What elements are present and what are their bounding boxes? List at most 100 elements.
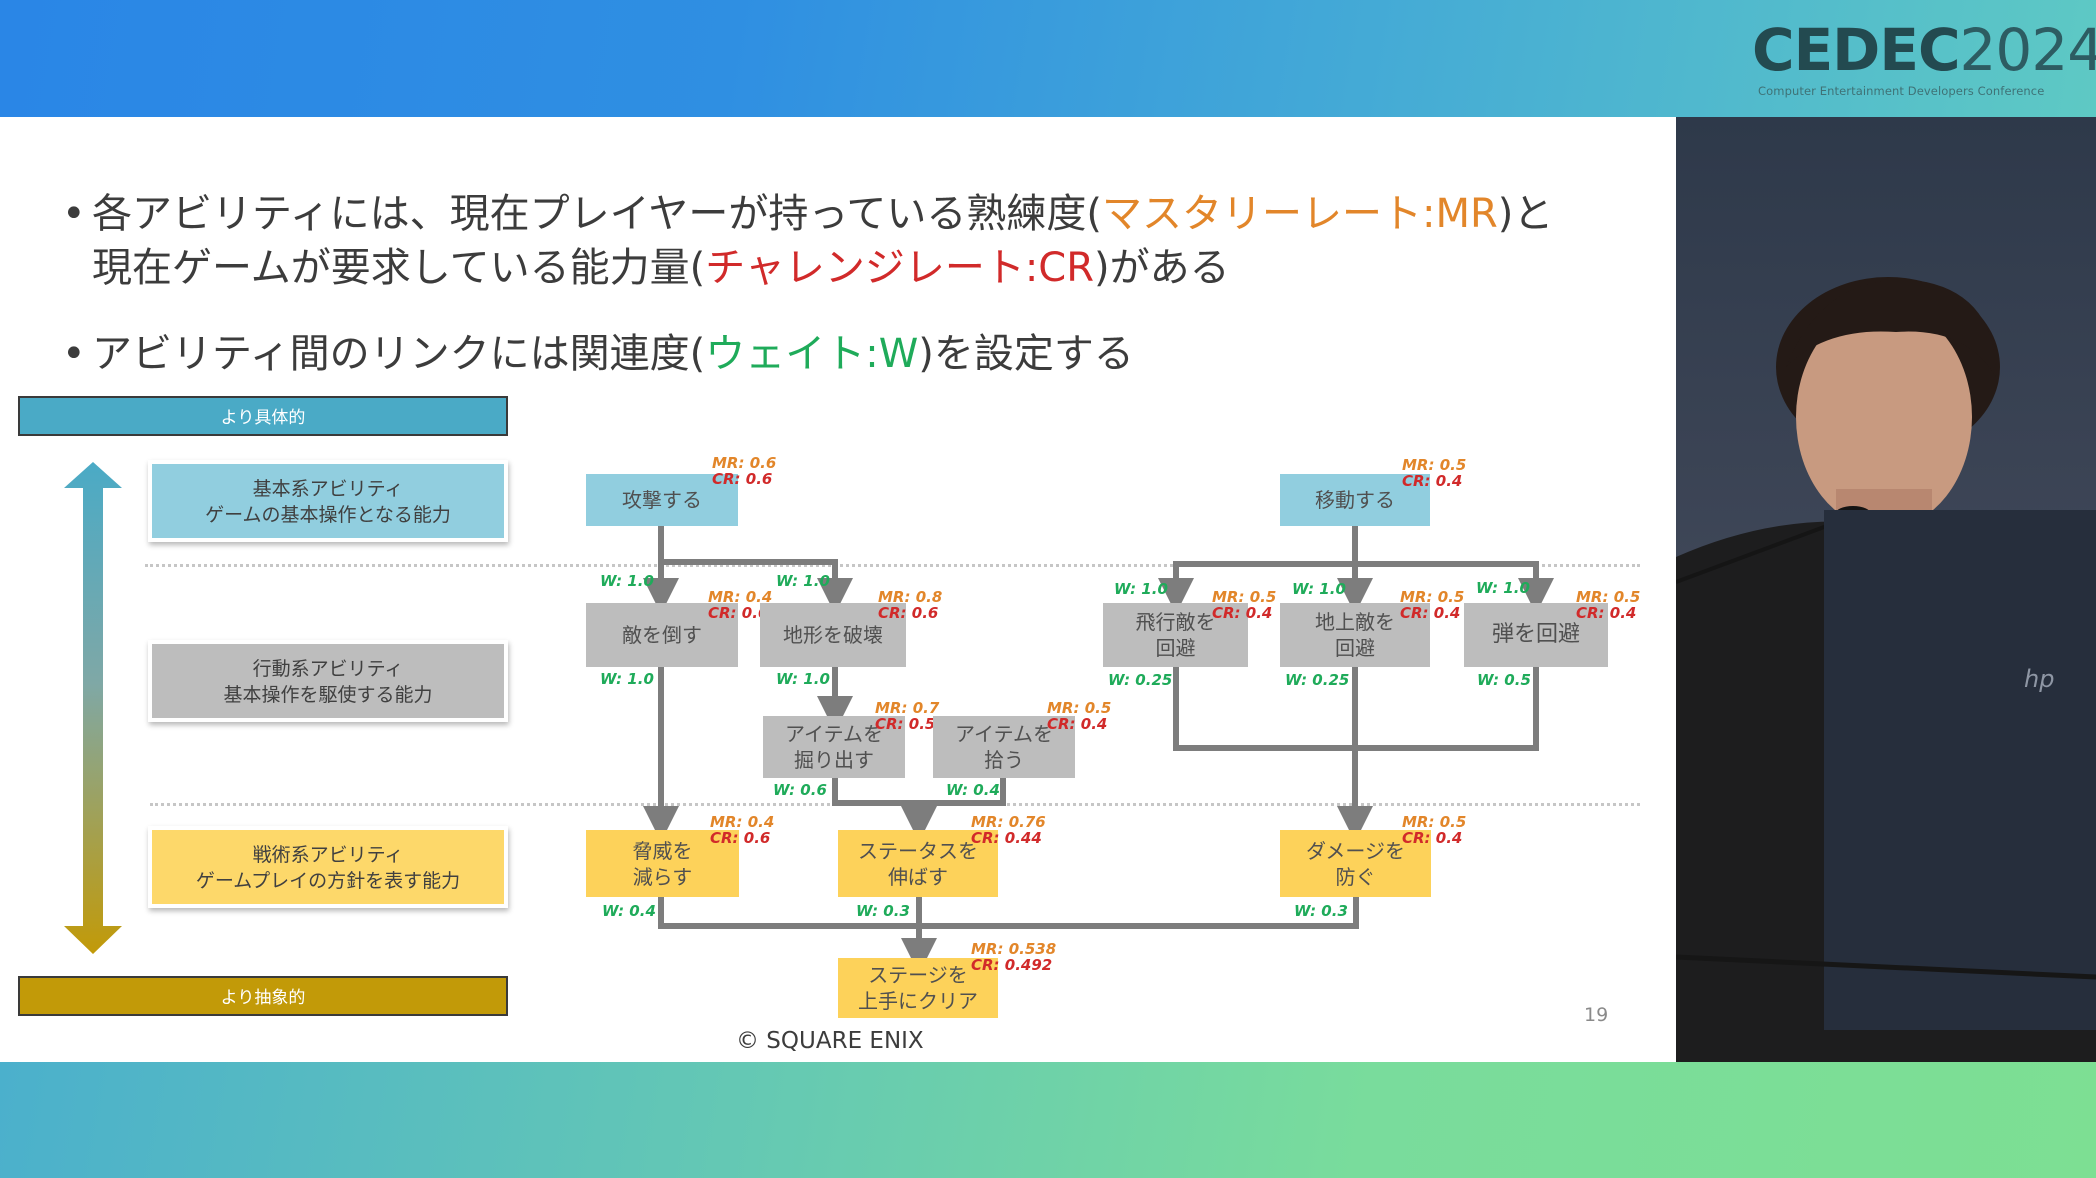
bullet-text: )を設定する: [918, 331, 1134, 377]
node-destroy-terrain: 地形を破壊: [760, 603, 906, 667]
mastery-rate: MR: 0.5: [1402, 813, 1467, 831]
node-dig-item: アイテムを 掘り出す: [763, 716, 905, 778]
challenge-rate: CR: 0.4: [1047, 715, 1108, 733]
node-label: 移動する: [1315, 488, 1395, 512]
speaker-video-feed: hp: [1676, 117, 2096, 1062]
logo-wordmark: CEDEC: [1752, 16, 1961, 84]
tier-divider-basic-action: [145, 564, 1640, 567]
challenge-rate: CR: 0.6: [710, 829, 771, 847]
node-label: ステージを: [868, 963, 968, 987]
category-tactical-ability: 戦術系アビリティ ゲームプレイの方針を表す能力: [148, 826, 508, 908]
more-concrete-label: より具体的: [18, 396, 508, 436]
mastery-rate: MR: 0.5: [1576, 588, 1641, 606]
node-prevent-damage: ダメージを 防ぐ: [1280, 830, 1431, 897]
mastery-rate: MR: 0.6: [712, 454, 777, 472]
challenge-rate: CR: 0.4: [1402, 472, 1463, 490]
node-dodge-ground-enemy: 地上敵を 回避: [1280, 603, 1430, 667]
weight-move-ground: W: 1.0: [1292, 580, 1346, 598]
challenge-rate: CR: 0.492: [971, 956, 1053, 974]
challenge-rate: CR: 0.4: [1212, 604, 1273, 622]
logo-subtitle: Computer Entertainment Developers Confer…: [1758, 84, 2045, 98]
bullet-text: アビリティ間のリンクには関連度(: [92, 331, 706, 377]
node-label: 飛行敵を: [1135, 610, 1216, 634]
node-label: 防ぐ: [1335, 864, 1376, 889]
challenge-rate-term: チャレンジレート:CR: [705, 245, 1095, 291]
weight-bullet-damage: W: 0.5: [1477, 671, 1531, 689]
weight-status-clear: W: 0.3: [856, 902, 910, 920]
weight-dig-status: W: 0.6: [773, 781, 827, 799]
node-dodge-flying-enemy: 飛行敵を 回避: [1103, 603, 1248, 667]
category-name: 基本系アビリティ: [252, 478, 404, 500]
node-label: 拾う: [984, 748, 1024, 772]
weight-damage-clear: W: 0.3: [1294, 902, 1348, 920]
node-label: 脅威を: [632, 838, 693, 863]
challenge-rate: CR: 0.4: [1400, 604, 1461, 622]
node-label: 回避: [1335, 636, 1375, 660]
node-label: 伸ばす: [888, 864, 948, 889]
node-label: 上手にクリア: [858, 989, 978, 1013]
conference-footer-band: [0, 1062, 2096, 1178]
node-clear-stage: ステージを 上手にクリア: [838, 958, 998, 1018]
speaker-video-image: hp: [1676, 117, 2096, 1062]
challenge-rate: CR: 0.44: [971, 829, 1042, 847]
mastery-rate: MR: 0.538: [971, 940, 1057, 958]
challenge-rate: CR: 0.4: [1402, 829, 1463, 847]
cedec-logo: CEDEC2024 Computer Entertainment Develop…: [1752, 16, 2096, 98]
bullet-icon: •: [62, 331, 86, 377]
weight-term: ウェイト:W: [705, 331, 919, 377]
mastery-rate: MR: 0.5: [1402, 456, 1467, 474]
mastery-rate: MR: 0.76: [971, 813, 1046, 831]
category-name: 行動系アビリティ: [252, 658, 404, 680]
node-raise-status: ステータスを 伸ばす: [838, 830, 998, 897]
weight-move-bullet: W: 1.0: [1476, 579, 1530, 597]
node-label: 地形を破壊: [783, 623, 883, 647]
category-name: 戦術系アビリティ: [252, 844, 404, 866]
node-label: 弾を回避: [1491, 622, 1580, 647]
node-label: 地上敵を: [1315, 610, 1395, 634]
weight-ground-damage: W: 0.25: [1285, 671, 1350, 689]
mastery-rate: MR: 0.5: [1047, 699, 1112, 717]
weight-flying-damage: W: 0.25: [1108, 671, 1173, 689]
weight-threat-clear: W: 0.4: [602, 902, 656, 920]
node-reduce-threat: 脅威を 減らす: [586, 830, 739, 897]
challenge-rate: CR: 0.6: [878, 604, 939, 622]
node-label: 攻撃する: [622, 488, 702, 512]
challenge-rate: CR: 0.5: [875, 715, 936, 733]
challenge-rate: CR: 0.6: [708, 604, 769, 622]
node-defeat-enemy: 敵を倒す: [586, 603, 738, 667]
weight-attack-defeat: W: 1.0: [600, 572, 654, 590]
bullet-text: 現在ゲームが要求している能力量(: [92, 245, 706, 291]
speaker-face: [1796, 305, 1972, 529]
conference-header-band: [0, 0, 2096, 117]
more-abstract-label: より抽象的: [18, 976, 508, 1016]
node-pick-item: アイテムを 拾う: [933, 716, 1075, 778]
microphone-stand: [1676, 515, 1852, 584]
category-description: ゲームの基本操作となる能力: [205, 504, 451, 526]
node-label: 回避: [1155, 636, 1196, 660]
weight-terrain-dig: W: 1.0: [776, 670, 830, 688]
node-label: アイテムを: [785, 722, 883, 746]
node-label: 掘り出す: [794, 748, 874, 772]
bullet-mr-cr-line2: 現在ゲームが要求している能力量(チャレンジレート:CR)がある: [92, 241, 1230, 295]
bullet-icon: •: [62, 191, 86, 237]
mastery-rate: MR: 0.5: [1400, 588, 1465, 606]
bullet-weight: •アビリティ間のリンクには関連度(ウェイト:W)を設定する: [62, 327, 1134, 381]
bullet-mr-cr-line1: •各アビリティには、現在プレイヤーが持っている熟練度(マスタリーレート:MR)と: [62, 187, 1553, 241]
weight-attack-terrain: W: 1.0: [776, 572, 830, 590]
mastery-rate: MR: 0.7: [875, 699, 940, 717]
category-description: ゲームプレイの方針を表す能力: [195, 870, 461, 892]
mastery-rate-term: マスタリーレート:MR: [1102, 191, 1498, 237]
node-label: アイテムを: [955, 722, 1053, 746]
node-label: 減らす: [632, 864, 693, 889]
node-attack: 攻撃する: [586, 474, 738, 526]
mastery-rate: MR: 0.4: [708, 588, 773, 606]
node-move: 移動する: [1280, 474, 1430, 526]
